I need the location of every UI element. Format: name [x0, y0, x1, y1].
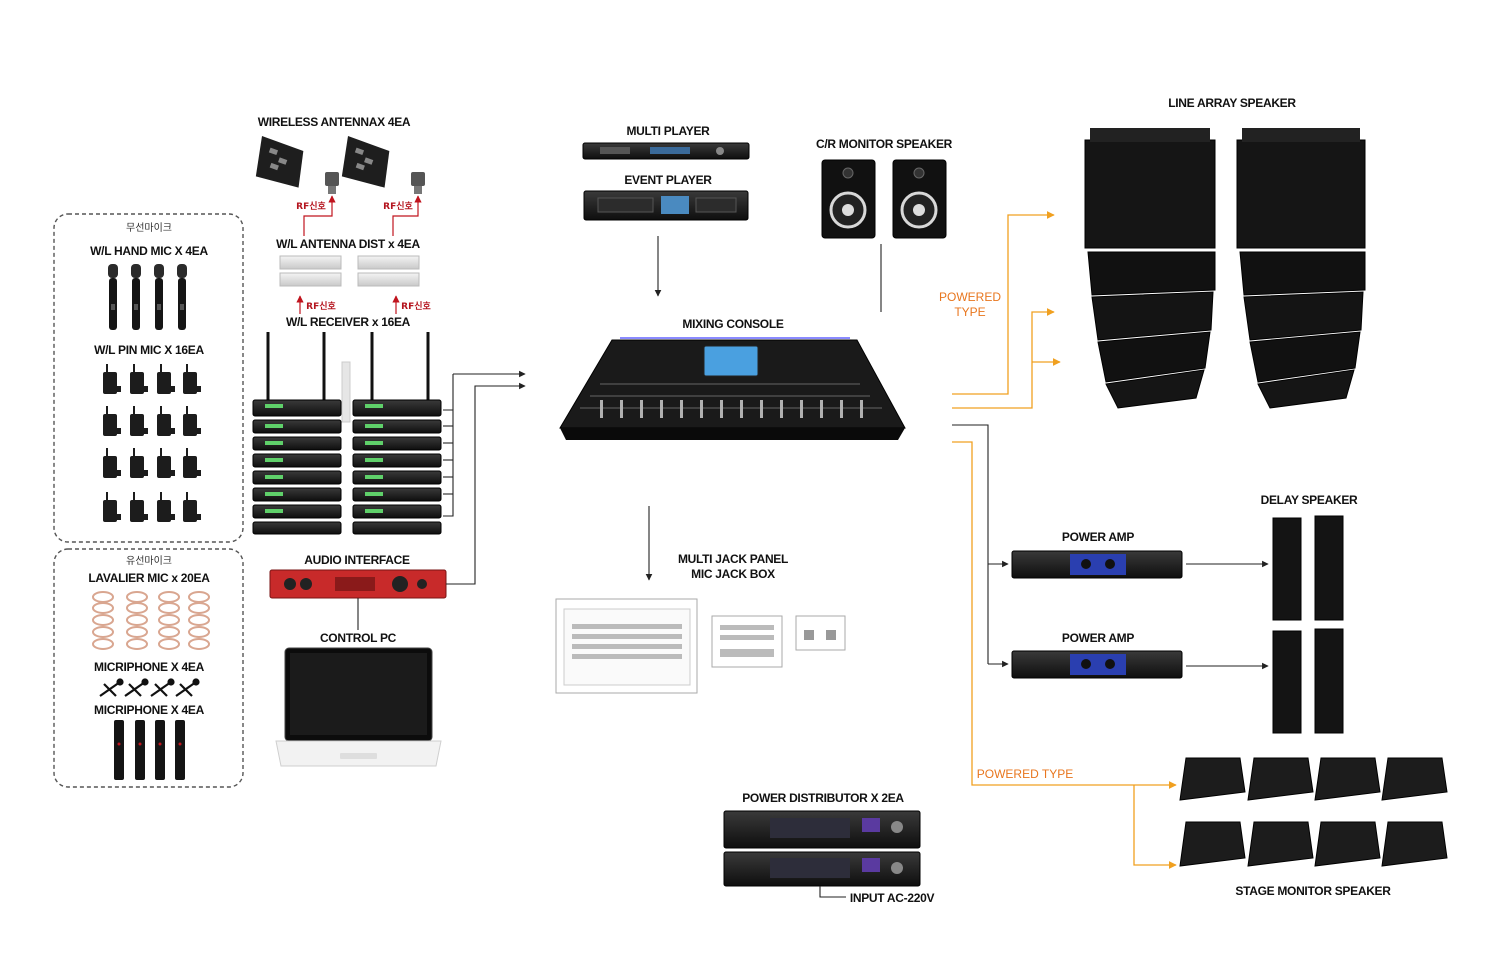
- line-array-label: LINE ARRAY SPEAKER: [1168, 96, 1296, 110]
- wired-group-title: 유선마이크: [126, 555, 172, 567]
- condenser-mic-icons: [114, 720, 185, 780]
- receiver-label: W/L RECEIVER x 16EA: [286, 315, 411, 329]
- lavalier-mic-icons: [92, 591, 210, 650]
- power-amp-device-1: [1011, 550, 1183, 579]
- antenna-icons: [255, 136, 425, 194]
- lavalier-label: LAVALIER MIC x 20EA: [88, 571, 210, 585]
- powered-type-label-1b: TYPE: [954, 305, 985, 319]
- wireless-receiver-stack: [252, 332, 442, 535]
- handheld-mic-icons: [108, 264, 187, 330]
- stage-monitor-label: STAGE MONITOR SPEAKER: [1235, 884, 1391, 898]
- receiver-output-wires: [443, 370, 526, 517]
- power-amp-device-2: [1011, 650, 1183, 679]
- wired-mic-group: 유선마이크 LAVALIER MIC x 20EA MICRIPHONE X 4…: [53, 548, 244, 788]
- wl-hand-mic-label: W/L HAND MIC X 4EA: [90, 244, 208, 258]
- event-player-label: EVENT PLAYER: [624, 173, 712, 187]
- laptop-icon: [275, 647, 442, 767]
- delay-speaker-label: DELAY SPEAKER: [1261, 493, 1358, 507]
- delay-speaker-icons: [1272, 515, 1344, 734]
- power-amp-label-2: POWER AMP: [1062, 631, 1134, 645]
- power-distributor-label: POWER DISTRIBUTOR X 2EA: [742, 791, 904, 805]
- powered-type-label-1a: POWERED: [939, 290, 1001, 304]
- rf-label-2: RF신호: [383, 200, 413, 212]
- gooseneck-mic-icons: [99, 678, 200, 697]
- power-distributor-device: [723, 810, 921, 887]
- antenna-distributor-icons: [279, 255, 420, 287]
- antenna-label: WIRELESS ANTENNAX 4EA: [258, 115, 411, 129]
- mixing-console-label: MIXING CONSOLE: [682, 317, 783, 331]
- rf-label-1: RF신호: [296, 200, 326, 212]
- multi-jack-panel-device: [555, 598, 846, 694]
- multi-player-device: [582, 142, 750, 160]
- micriphone-label-2: MICRIPHONE X 4EA: [94, 703, 205, 717]
- mixing-console-device: [559, 337, 906, 440]
- bodypack-transmitter-icons: [103, 364, 201, 522]
- rf-label-4: RF신호: [401, 300, 431, 312]
- jack-panel-label-2: MIC JACK BOX: [691, 567, 775, 581]
- jack-panel-label-1: MULTI JACK PANEL: [678, 552, 788, 566]
- multi-player-label: MULTI PLAYER: [626, 124, 710, 138]
- studio-monitor-icons: [821, 159, 947, 239]
- powered-type-label-2: POWERED TYPE: [977, 767, 1073, 781]
- stage-monitor-speaker-icons: [1179, 757, 1448, 867]
- antenna-dist-label: W/L ANTENNA DIST x 4EA: [276, 237, 420, 251]
- cr-monitor-label: C/R MONITOR SPEAKER: [816, 137, 953, 151]
- micriphone-label-1: MICRIPHONE X 4EA: [94, 660, 205, 674]
- audio-interface-label: AUDIO INTERFACE: [304, 553, 410, 567]
- wireless-group-title: 무선마이크: [126, 222, 172, 234]
- wl-pin-mic-label: W/L PIN MIC X 16EA: [94, 343, 204, 357]
- event-player-device: [583, 190, 749, 221]
- rf-label-3: RF신호: [306, 300, 336, 312]
- power-amp-label-1: POWER AMP: [1062, 530, 1134, 544]
- input-ac-label: INPUT AC-220V: [850, 891, 935, 905]
- control-pc-label: CONTROL PC: [320, 631, 397, 645]
- line-array-speaker-icons: [1084, 128, 1366, 409]
- audio-interface-device: [269, 569, 447, 599]
- wireless-mic-group: 무선마이크 W/L HAND MIC X 4EA W/L PIN MIC X 1…: [53, 213, 244, 543]
